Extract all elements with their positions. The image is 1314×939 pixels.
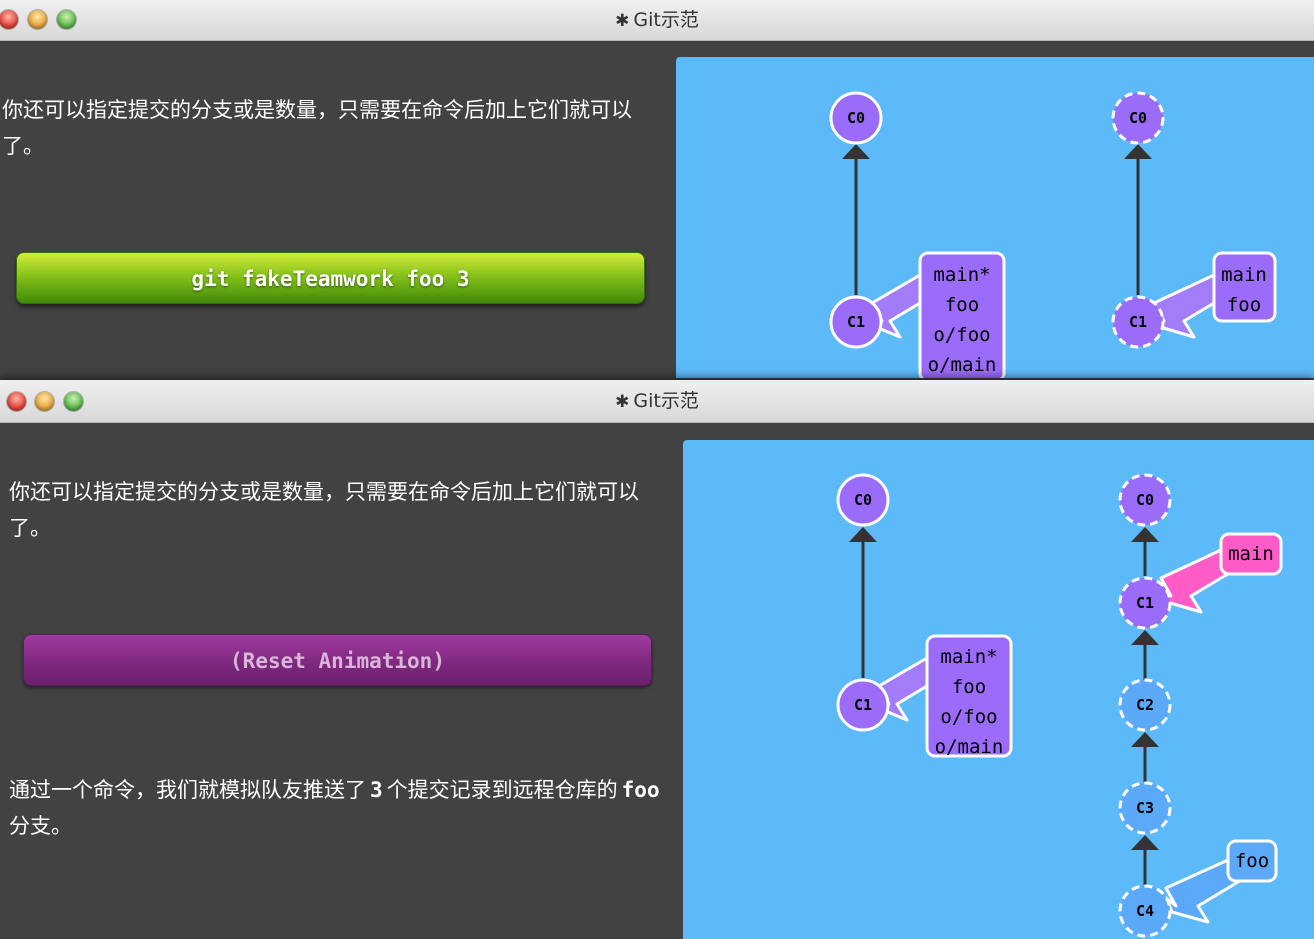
commit-node[interactable] bbox=[829, 295, 883, 349]
commit-node[interactable] bbox=[1111, 91, 1165, 145]
explanation-part2: 个提交记录到远程仓库的 bbox=[386, 778, 618, 802]
commit-node[interactable] bbox=[1118, 678, 1172, 732]
commit-label: C1 bbox=[847, 313, 865, 331]
commit-label: C0 bbox=[847, 109, 865, 127]
branch-label-o-foo: o/foo bbox=[933, 324, 990, 346]
explanation-part3: 分支。 bbox=[9, 814, 72, 838]
explanation-part1: 通过一个命令，我们就模拟队友推送了 bbox=[9, 778, 366, 802]
commit-label: C1 bbox=[1136, 594, 1154, 612]
commit-node[interactable] bbox=[1111, 295, 1165, 349]
branch-label-box[interactable] bbox=[918, 251, 1006, 378]
git-visualization-bottom: C0 C1 main* foo o/foo o/main bbox=[683, 440, 1314, 939]
description-text: 你还可以指定提交的分支或是数量，只需要在命令后加上它们就可以了。 bbox=[2, 98, 632, 158]
commit-node[interactable] bbox=[836, 678, 890, 732]
minimize-button[interactable] bbox=[28, 10, 47, 29]
window-title-text: Git示范 bbox=[633, 390, 699, 412]
gear-icon: ✱ bbox=[615, 392, 630, 412]
remote-tree: C0 C1 C2 C3 C4 main foo bbox=[1118, 473, 1283, 938]
branch-label-main: main bbox=[1228, 543, 1274, 565]
commit-label: C0 bbox=[1136, 491, 1154, 509]
commit-node[interactable] bbox=[1118, 473, 1172, 527]
bottom-window: ✱Git示范 你还可以指定提交的分支或是数量，只需要在命令后加上它们就可以了。 … bbox=[0, 380, 1314, 939]
window-title: ✱Git示范 bbox=[0, 380, 1314, 423]
commit-node[interactable] bbox=[1118, 576, 1172, 630]
description-text: 你还可以指定提交的分支或是数量，只需要在命令后加上它们就可以了。 bbox=[9, 480, 639, 540]
branch-label-main: main* bbox=[933, 264, 990, 286]
git-visualization-top: C0 C1 main* foo o/foo o/main C0 C1 main bbox=[676, 57, 1314, 378]
branch-label-box-foo[interactable] bbox=[1226, 839, 1278, 883]
branch-label-o-main: o/main bbox=[935, 736, 1004, 758]
branch-label-main: main bbox=[1221, 264, 1267, 286]
title-bar: ✱Git示范 bbox=[0, 0, 1314, 41]
close-button[interactable] bbox=[0, 10, 18, 29]
close-button[interactable] bbox=[7, 392, 26, 411]
commit-label: C2 bbox=[1136, 696, 1154, 714]
commit-label: C1 bbox=[1129, 313, 1147, 331]
reset-animation-button[interactable]: (Reset Animation) bbox=[23, 634, 652, 686]
minimize-button[interactable] bbox=[35, 392, 54, 411]
branch-label-o-main: o/main bbox=[928, 354, 997, 376]
local-tree: C0 C1 main* foo o/foo o/main bbox=[829, 91, 1006, 378]
branch-label-box[interactable] bbox=[925, 634, 1013, 758]
branch-label-o-foo: o/foo bbox=[940, 706, 997, 728]
commit-node[interactable] bbox=[1118, 781, 1172, 835]
window-title: ✱Git示范 bbox=[0, 0, 1314, 41]
top-window: ✱Git示范 你还可以指定提交的分支或是数量，只需要在命令后加上它们就可以了。 … bbox=[0, 0, 1314, 378]
branch-label-foo: foo bbox=[945, 294, 979, 316]
branch-label-foo: foo bbox=[1227, 294, 1261, 316]
commit-label: C4 bbox=[1136, 902, 1154, 920]
window-title-text: Git示范 bbox=[633, 9, 699, 31]
commit-node[interactable] bbox=[1118, 884, 1172, 938]
remote-tree: C0 C1 main foo bbox=[1111, 91, 1277, 349]
commit-label: C3 bbox=[1136, 799, 1154, 817]
commit-node[interactable] bbox=[829, 91, 883, 145]
gear-icon: ✱ bbox=[615, 11, 630, 31]
inline-code-count: 3 bbox=[370, 778, 383, 802]
zoom-button[interactable] bbox=[57, 10, 76, 29]
commit-node[interactable] bbox=[836, 473, 890, 527]
inline-code-branch: foo bbox=[621, 778, 660, 802]
branch-label-box-main[interactable] bbox=[1219, 532, 1283, 576]
commit-label: C1 bbox=[854, 696, 872, 714]
commit-label: C0 bbox=[1129, 109, 1147, 127]
commit-label: C0 bbox=[854, 491, 872, 509]
zoom-button[interactable] bbox=[64, 392, 83, 411]
local-tree: C0 C1 main* foo o/foo o/main bbox=[836, 473, 1013, 758]
branch-label-main: main* bbox=[940, 646, 997, 668]
title-bar: ✱Git示范 bbox=[0, 380, 1314, 423]
branch-label-foo: foo bbox=[952, 676, 986, 698]
branch-label-box[interactable] bbox=[1212, 251, 1277, 323]
command-button[interactable]: git fakeTeamwork foo 3 bbox=[16, 252, 645, 304]
branch-label-foo: foo bbox=[1235, 850, 1269, 872]
